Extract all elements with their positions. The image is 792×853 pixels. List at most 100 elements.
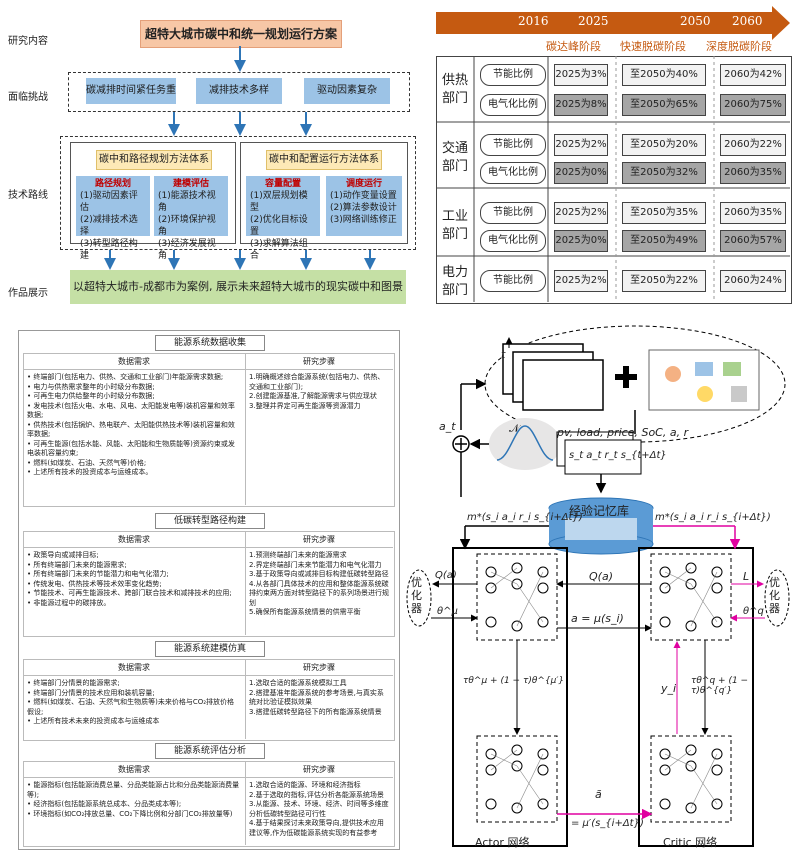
noise-label: 𝒩 bbox=[509, 422, 520, 435]
challenge-box-2: 减排技术多样 bbox=[196, 78, 282, 104]
value-cell: 2060为35% bbox=[720, 202, 786, 224]
col-head: 容量配置 bbox=[264, 179, 301, 189]
col-item: (3)网络训练修正 bbox=[330, 215, 397, 225]
q-mid-label: Q(a) bbox=[589, 570, 613, 583]
section-title: 低碳转型路径构建 bbox=[155, 513, 265, 529]
value-cell: 至2050为35% bbox=[622, 202, 706, 224]
value-cell: 至2050为20% bbox=[622, 134, 706, 156]
env-state-label: pv, load, price, SoC, a, r bbox=[557, 426, 689, 439]
challenge-box-3: 驱动因素复杂 bbox=[304, 78, 390, 104]
route-frame bbox=[60, 136, 416, 250]
year-2025: 2025 bbox=[578, 14, 609, 28]
timeline-arrow bbox=[436, 6, 790, 40]
row-label-research: 研究内容 bbox=[8, 36, 48, 47]
value-cell: 2060为22% bbox=[720, 134, 786, 156]
optimizer-right: 优化器 bbox=[769, 576, 780, 615]
sector-heat: 供热部门 bbox=[442, 73, 469, 106]
value-cell: 2060为35% bbox=[720, 162, 786, 184]
method-left-title: 碳中和路径规划方法体系 bbox=[96, 150, 212, 170]
col-head: 建模评估 bbox=[172, 179, 209, 189]
col-item: (1)驱动因素评估 bbox=[80, 191, 138, 213]
value-cell: 2060为42% bbox=[720, 64, 786, 86]
value-cell: 2060为75% bbox=[720, 94, 786, 116]
section-title: 能源系统建模仿真 bbox=[155, 641, 265, 657]
section-title: 能源系统评估分析 bbox=[155, 743, 265, 759]
actor-network-label: Actor 网络 bbox=[475, 836, 530, 849]
value-cell: 2025为0% bbox=[554, 162, 608, 184]
section-box bbox=[23, 659, 395, 741]
row-label: 电气化比例 bbox=[480, 230, 546, 252]
sector-industry: 工业部门 bbox=[442, 209, 469, 242]
nn-nodes bbox=[485, 562, 723, 814]
research-steps-text: 1.明确概述综合能源系统(包括电力、供热、交通和工业部门); 2.创建能源基准,… bbox=[249, 373, 385, 410]
value-cell: 2025为8% bbox=[554, 94, 608, 116]
col-head-data: 数据需求 bbox=[23, 763, 245, 778]
method-col-dispatch: 调度运行 (1)动作变量设置 (2)算法参数设计 (3)网络训练修正 bbox=[326, 176, 402, 236]
row-label: 节能比例 bbox=[480, 64, 546, 86]
value-cell: 至2050为40% bbox=[622, 64, 706, 86]
col-item: (1)动作变量设置 bbox=[330, 191, 397, 201]
col-item: (2)环境保护视角 bbox=[158, 215, 216, 237]
rl-panel: pv, load, price, SoC, a, r t a_t 𝒩 s_t a… bbox=[405, 322, 792, 853]
policy-label: a = μ(s_i) bbox=[571, 612, 624, 625]
action-label: a_t bbox=[439, 420, 456, 433]
value-cell: 至2050为49% bbox=[622, 230, 706, 252]
loss-label: L bbox=[743, 570, 750, 583]
method-col-path: 路径规划 (1)驱动因素评估 (2)减排技术选择 (3)转型路径构建 bbox=[76, 176, 150, 261]
q-left-label: Q(a) bbox=[435, 570, 457, 581]
theta-q-label: θ^q bbox=[743, 606, 764, 617]
stage-fast: 快速脱碳阶段 bbox=[620, 40, 686, 53]
research-steps-text: 1.预测终端部门未来的能源需求 2.界定终端部门未来节能潜力和电气化潜力 3.基… bbox=[249, 551, 389, 616]
sector-transport: 交通部门 bbox=[442, 141, 469, 174]
col-item: (1)能源技术视角 bbox=[158, 191, 216, 213]
row-label-challenge: 面临挑战 bbox=[8, 92, 48, 103]
stage-deep: 深度脱碳阶段 bbox=[706, 40, 772, 53]
time-label: t bbox=[501, 348, 506, 361]
row-label-showcase: 作品展示 bbox=[8, 288, 48, 299]
col-item: (3)经济发展视角 bbox=[158, 239, 216, 261]
section-box bbox=[23, 353, 395, 507]
row-label-route: 技术路线 bbox=[8, 190, 48, 201]
method-right-title: 碳中和配置运行方法体系 bbox=[266, 150, 382, 170]
value-cell: 至2050为65% bbox=[622, 94, 706, 116]
col-head-steps: 研究步骤 bbox=[245, 763, 393, 778]
row-label: 电气化比例 bbox=[480, 94, 546, 116]
optimizer-left: 优化器 bbox=[411, 576, 422, 615]
value-cell: 2025为2% bbox=[554, 270, 608, 292]
value-cell: 至2050为32% bbox=[622, 162, 706, 184]
data-needs-text: • 终端部门分情景的能源需求; • 终端部门分情景的技术应用和装机容量; • 燃… bbox=[27, 679, 235, 725]
row-label: 电气化比例 bbox=[480, 162, 546, 184]
year-2060: 2060 bbox=[732, 14, 763, 28]
value-cell: 2060为57% bbox=[720, 230, 786, 252]
sector-power: 电力部门 bbox=[442, 265, 469, 298]
showcase-box: 以超特大城市-成都市为案例, 展示未来超特大城市的现实碳中和图景 bbox=[70, 270, 406, 304]
method-col-model: 建模评估 (1)能源技术视角 (2)环境保护视角 (3)经济发展视角 bbox=[154, 176, 228, 261]
target-action-label: = μ′(s_{i+Δt}) bbox=[571, 818, 644, 829]
section-divider bbox=[245, 761, 246, 845]
a-tilde-label: ã bbox=[595, 788, 602, 801]
theta-mu-label: θ^μ bbox=[437, 606, 458, 617]
col-head-steps: 研究步骤 bbox=[245, 661, 393, 676]
challenge-frame bbox=[68, 72, 410, 112]
value-cell: 至2050为22% bbox=[622, 270, 706, 292]
data-needs-text: • 能源指标(包括能源消费总量、分品类能源占比和分品类能源消费量等); • 经济… bbox=[27, 781, 240, 818]
section-box bbox=[23, 531, 395, 637]
value-cell: 2025为2% bbox=[554, 134, 608, 156]
minibatch-right: m*(s_i a_i r_i s_{i+Δt}) bbox=[655, 512, 771, 523]
year-2050: 2050 bbox=[680, 14, 711, 28]
section-divider bbox=[245, 531, 246, 635]
stage-peak: 碳达峰阶段 bbox=[546, 40, 601, 53]
minibatch-left: m*(s_i a_i r_i s_{i+Δt}) bbox=[467, 512, 583, 523]
flow-connectors bbox=[104, 46, 376, 270]
col-item: (2)减排技术选择 bbox=[80, 215, 138, 237]
actor-soft-update: τθ^μ + (1 − τ)θ^{μ′} bbox=[463, 676, 565, 686]
section-title: 能源系统数据收集 bbox=[155, 335, 265, 351]
transition-sample: s_t a_t r_t s_{t+Δt} bbox=[569, 450, 667, 461]
critic-soft-update: τθ^q + (1 − τ)θ^{q′} bbox=[691, 676, 749, 696]
col-head: 调度运行 bbox=[345, 179, 382, 189]
row-label: 节能比例 bbox=[480, 134, 546, 156]
col-item: (2)算法参数设计 bbox=[330, 203, 397, 213]
timeline-panel: 2016 2025 2050 2060 碳达峰阶段 快速脱碳阶段 深度脱碳阶段 … bbox=[436, 0, 792, 305]
value-cell: 2025为0% bbox=[554, 230, 608, 252]
section-box bbox=[23, 761, 395, 847]
